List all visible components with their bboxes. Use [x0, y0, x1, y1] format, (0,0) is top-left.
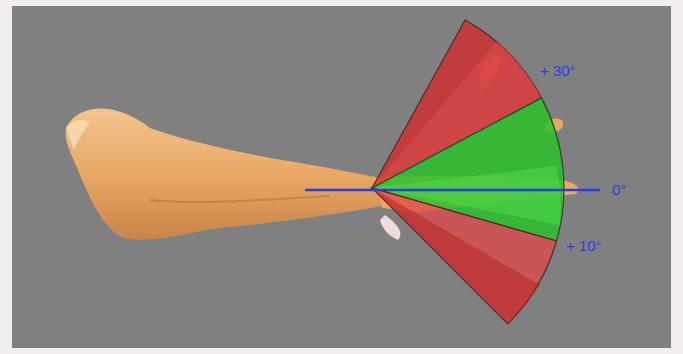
forearm	[66, 108, 382, 239]
angle-label: + 10°	[566, 237, 602, 255]
angle-label: 0°	[612, 181, 626, 199]
flexion-limit-wedge	[372, 188, 557, 324]
background-panel	[12, 6, 671, 348]
elbow-highlight	[66, 120, 90, 150]
neutral-axis	[305, 189, 600, 192]
thumb	[380, 215, 400, 240]
muscle-line	[150, 196, 330, 202]
angle-label: + 30°	[540, 62, 576, 80]
wedge-shade	[372, 188, 540, 324]
